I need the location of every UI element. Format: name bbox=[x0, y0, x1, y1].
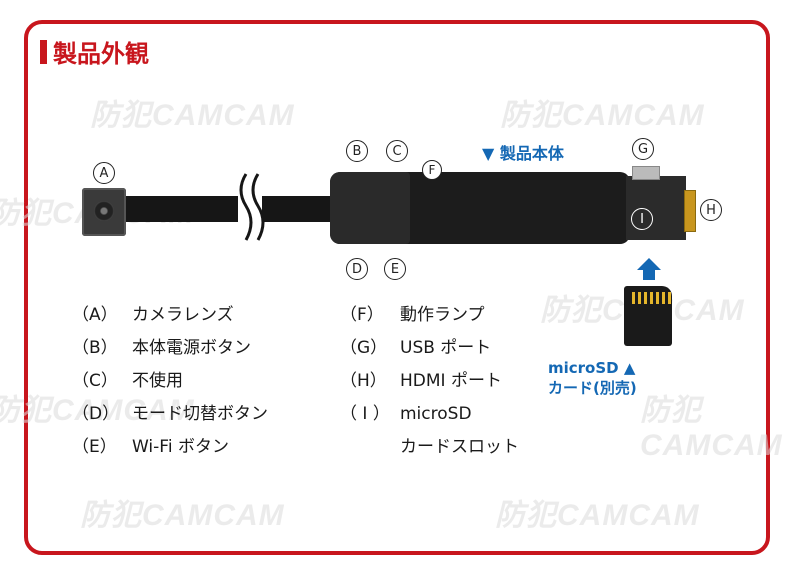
list-key: （A） bbox=[72, 305, 118, 325]
list-key: （E） bbox=[72, 437, 117, 457]
list-text: 本体電源ボタン bbox=[132, 338, 251, 358]
marker-h: H bbox=[700, 199, 722, 221]
marker-d: D bbox=[346, 258, 368, 280]
section-title: 製品外観 bbox=[40, 34, 149, 69]
list-item: カードスロット bbox=[340, 431, 519, 464]
list-text: HDMI ポート bbox=[400, 371, 502, 391]
microsd-card-icon bbox=[624, 286, 672, 346]
marker-f: F bbox=[422, 160, 442, 180]
microsd-label-line1: microSD ▲ bbox=[548, 359, 636, 377]
cable-break-icon bbox=[238, 172, 265, 242]
list-text: モード切替ボタン bbox=[132, 404, 268, 424]
list-text: カードスロット bbox=[400, 437, 519, 457]
microsd-label: microSD ▲ カード(別売) bbox=[548, 358, 637, 398]
marker-g: G bbox=[632, 138, 654, 160]
list-item: （D） モード切替ボタン bbox=[72, 398, 268, 431]
lens-icon bbox=[94, 201, 114, 221]
list-key bbox=[340, 431, 400, 464]
list-text: カメラレンズ bbox=[132, 305, 234, 325]
watermark: 防犯CAMCAM bbox=[0, 394, 195, 427]
list-item: （A） カメラレンズ bbox=[72, 299, 268, 332]
marker-i: I bbox=[631, 208, 653, 230]
product-body-cap bbox=[330, 172, 410, 244]
product-body-end bbox=[626, 176, 686, 240]
arrow-stem bbox=[643, 268, 655, 280]
usb-port-icon bbox=[632, 166, 660, 180]
list-text: Wi-Fi ボタン bbox=[132, 437, 229, 457]
watermark: 防犯CAMCAM bbox=[90, 99, 295, 132]
marker-a: A bbox=[93, 162, 115, 184]
list-key: （B） bbox=[72, 338, 118, 358]
camera-module bbox=[82, 188, 126, 236]
list-item: （C） 不使用 bbox=[72, 365, 268, 398]
watermark: 防犯CAMCAM bbox=[500, 99, 705, 132]
list-key: （D） bbox=[72, 404, 120, 424]
marker-c: C bbox=[386, 140, 408, 162]
list-item: （B） 本体電源ボタン bbox=[72, 332, 268, 365]
list-key: （F） bbox=[340, 305, 384, 325]
watermark: 防犯CAMCAM bbox=[80, 499, 285, 532]
right-parts-list: （F） 動作ランプ （G） USB ポート （H） HDMI ポート （ I ） mic… bbox=[340, 299, 519, 464]
list-text: 動作ランプ bbox=[400, 305, 485, 325]
list-key: （C） bbox=[72, 371, 118, 391]
list-item: （G） USB ポート bbox=[340, 332, 519, 365]
list-key: （G） bbox=[340, 338, 388, 358]
marker-b: B bbox=[346, 140, 368, 162]
list-item: （E） Wi-Fi ボタン bbox=[72, 431, 268, 464]
list-key: （H） bbox=[340, 371, 387, 391]
list-text: microSD bbox=[400, 404, 472, 424]
marker-e: E bbox=[384, 258, 406, 280]
title-text: 製品外観 bbox=[53, 40, 149, 68]
product-body-label: ▼ 製品本体 bbox=[482, 144, 564, 163]
microsd-label-line2: カード(別売) bbox=[548, 379, 637, 397]
list-item: （F） 動作ランプ bbox=[340, 299, 519, 332]
cable bbox=[120, 196, 335, 222]
list-item: （H） HDMI ポート bbox=[340, 365, 519, 398]
list-text: USB ポート bbox=[400, 338, 492, 358]
hdmi-connector-icon bbox=[684, 190, 696, 232]
watermark: 防犯CAMCAM bbox=[640, 394, 783, 462]
arrow-up-icon bbox=[637, 258, 661, 270]
list-text: 不使用 bbox=[132, 371, 183, 391]
list-item: （ I ） microSD bbox=[340, 398, 519, 431]
list-key: （ I ） bbox=[340, 404, 390, 424]
left-parts-list: （A）カメラレンズ （B）本体電源ボタン （C）不使用 （D）モード切替ボタン … bbox=[72, 299, 268, 464]
title-bar-icon bbox=[40, 39, 47, 64]
watermark: 防犯CAMCAM bbox=[495, 499, 700, 532]
